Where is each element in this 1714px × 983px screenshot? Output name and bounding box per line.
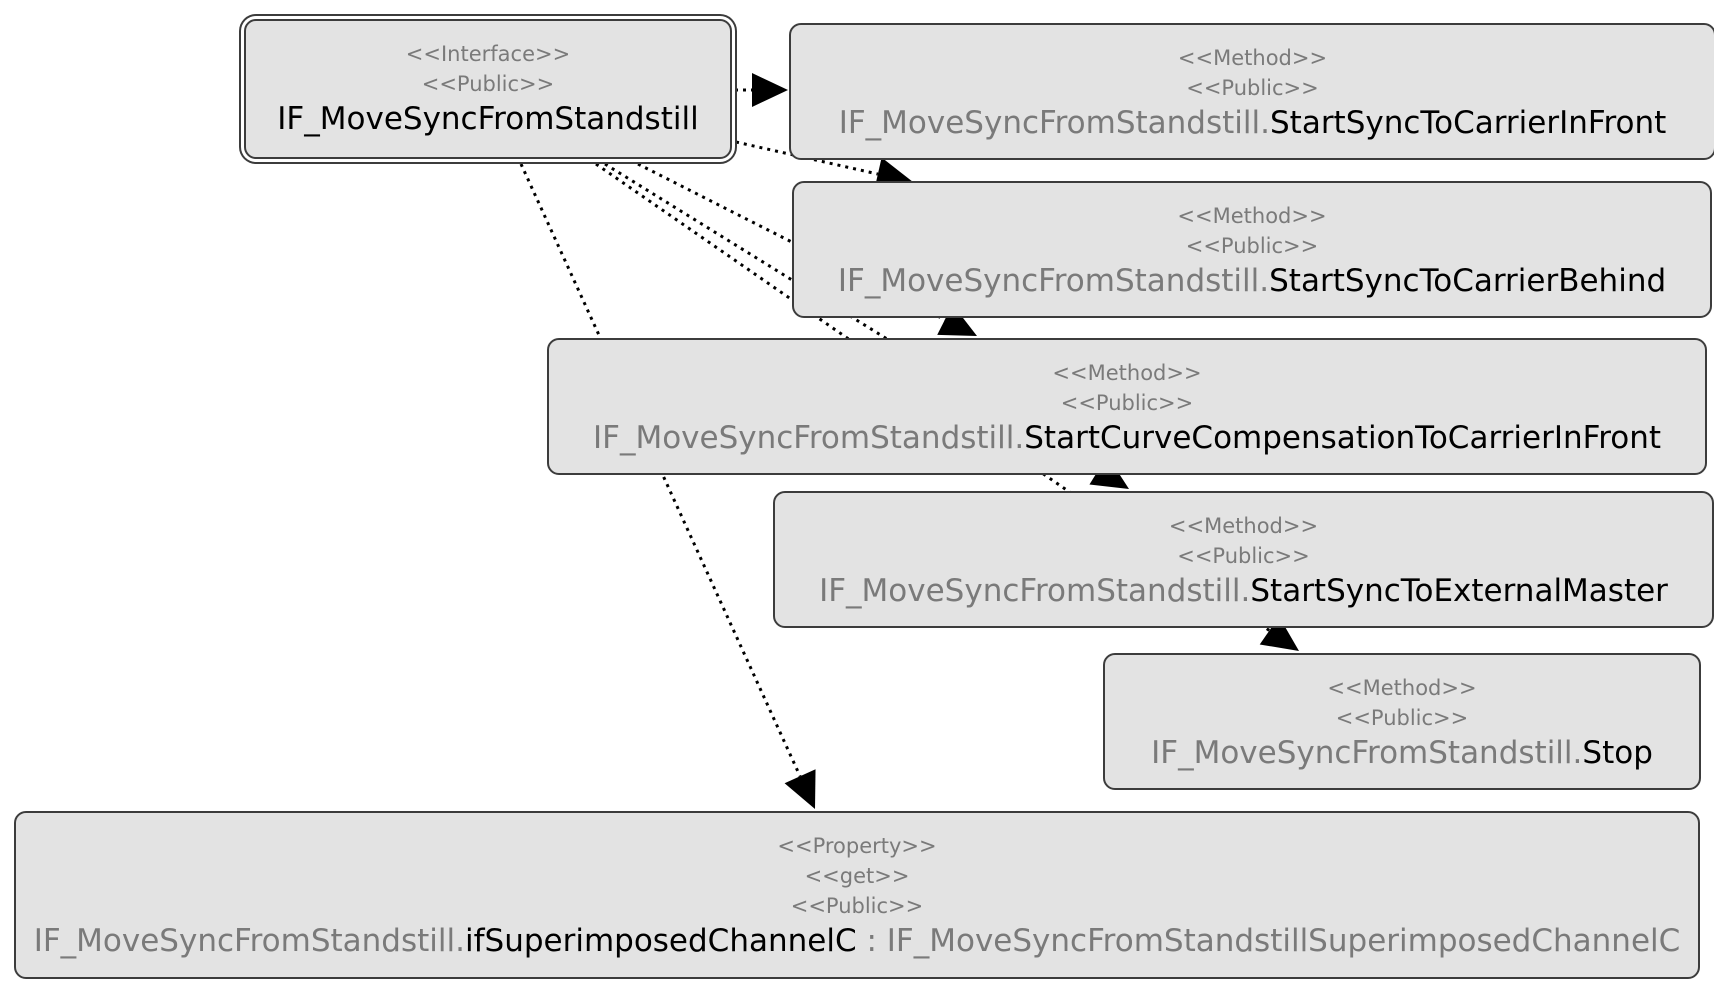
interface-node[interactable]: <<Interface>> <<Public>> IF_MoveSyncFrom… [244, 19, 732, 159]
method-owner-prefix: IF_MoveSyncFromStandstill. [592, 420, 1025, 456]
method-name: StartSyncToCarrierBehind [1269, 263, 1667, 299]
method-owner-prefix: IF_MoveSyncFromStandstill. [837, 263, 1270, 299]
property-name: ifSuperimposedChannelC [464, 923, 857, 959]
type-separator: : [856, 923, 887, 959]
stereotype-public: <<Public>> [1186, 76, 1319, 100]
method-owner-prefix: IF_MoveSyncFromStandstill. [1151, 735, 1583, 771]
stereotype-public: <<Public>> [1185, 234, 1319, 258]
method-node-start-curve-compensation[interactable]: <<Method>> <<Public>> IF_MoveSyncFromSta… [547, 338, 1707, 475]
method-full-name: IF_MoveSyncFromStandstill.StartSyncToExt… [775, 571, 1712, 611]
method-full-name: IF_MoveSyncFromStandstill.StartSyncToCar… [794, 261, 1710, 301]
stereotype-public: <<Public>> [1335, 706, 1469, 730]
stereotype-public: <<Public>> [790, 894, 924, 918]
stereotype-property: <<Property>> [777, 834, 937, 858]
stereotype-method: <<Method>> [1327, 676, 1477, 700]
method-name: StartSyncToCarrierInFront [1269, 105, 1667, 141]
stereotype-public: <<Public>> [1177, 544, 1310, 568]
stereotype-method: <<Method>> [1177, 46, 1328, 70]
method-name: StartSyncToExternalMaster [1250, 573, 1668, 609]
arrowhead-m_front [752, 73, 788, 107]
stereotype-method: <<Method>> [1052, 361, 1202, 385]
method-node-start-sync-to-carrier-in-front[interactable]: <<Method>> <<Public>> IF_MoveSyncFromSta… [789, 23, 1714, 160]
stereotype-public: <<Public>> [1060, 391, 1194, 415]
stereotype-public: <<Public>> [421, 72, 555, 96]
method-name: StartCurveCompensationToCarrierInFront [1024, 420, 1662, 456]
property-node-if-superimposed-channel-c[interactable]: <<Property>> <<get>> <<Public>> IF_MoveS… [14, 811, 1700, 979]
property-owner-prefix: IF_MoveSyncFromStandstill. [33, 923, 465, 959]
method-name: Stop [1582, 735, 1653, 771]
interface-name: IF_MoveSyncFromStandstill [277, 101, 699, 137]
method-node-stop[interactable]: <<Method>> <<Public>> IF_MoveSyncFromSta… [1103, 653, 1701, 790]
method-full-name: IF_MoveSyncFromStandstill.StartSyncToCar… [791, 103, 1714, 143]
stereotype-get: <<get>> [804, 864, 910, 888]
stereotype-interface: <<Interface>> [405, 42, 571, 66]
method-owner-prefix: IF_MoveSyncFromStandstill. [838, 105, 1270, 141]
stereotype-method: <<Method>> [1168, 514, 1319, 538]
method-owner-prefix: IF_MoveSyncFromStandstill. [819, 573, 1251, 609]
method-full-name: IF_MoveSyncFromStandstill.StartCurveComp… [549, 418, 1705, 458]
arrowhead-p_channel [784, 769, 816, 809]
method-node-start-sync-to-carrier-behind[interactable]: <<Method>> <<Public>> IF_MoveSyncFromSta… [792, 181, 1712, 318]
property-full-name: IF_MoveSyncFromStandstill.ifSuperimposed… [16, 921, 1698, 961]
method-full-name: IF_MoveSyncFromStandstill.Stop [1105, 733, 1699, 773]
property-type: IF_MoveSyncFromStandstillSuperimposedCha… [886, 923, 1681, 959]
stereotype-method: <<Method>> [1177, 204, 1327, 228]
method-node-start-sync-to-external-master[interactable]: <<Method>> <<Public>> IF_MoveSyncFromSta… [773, 491, 1714, 628]
